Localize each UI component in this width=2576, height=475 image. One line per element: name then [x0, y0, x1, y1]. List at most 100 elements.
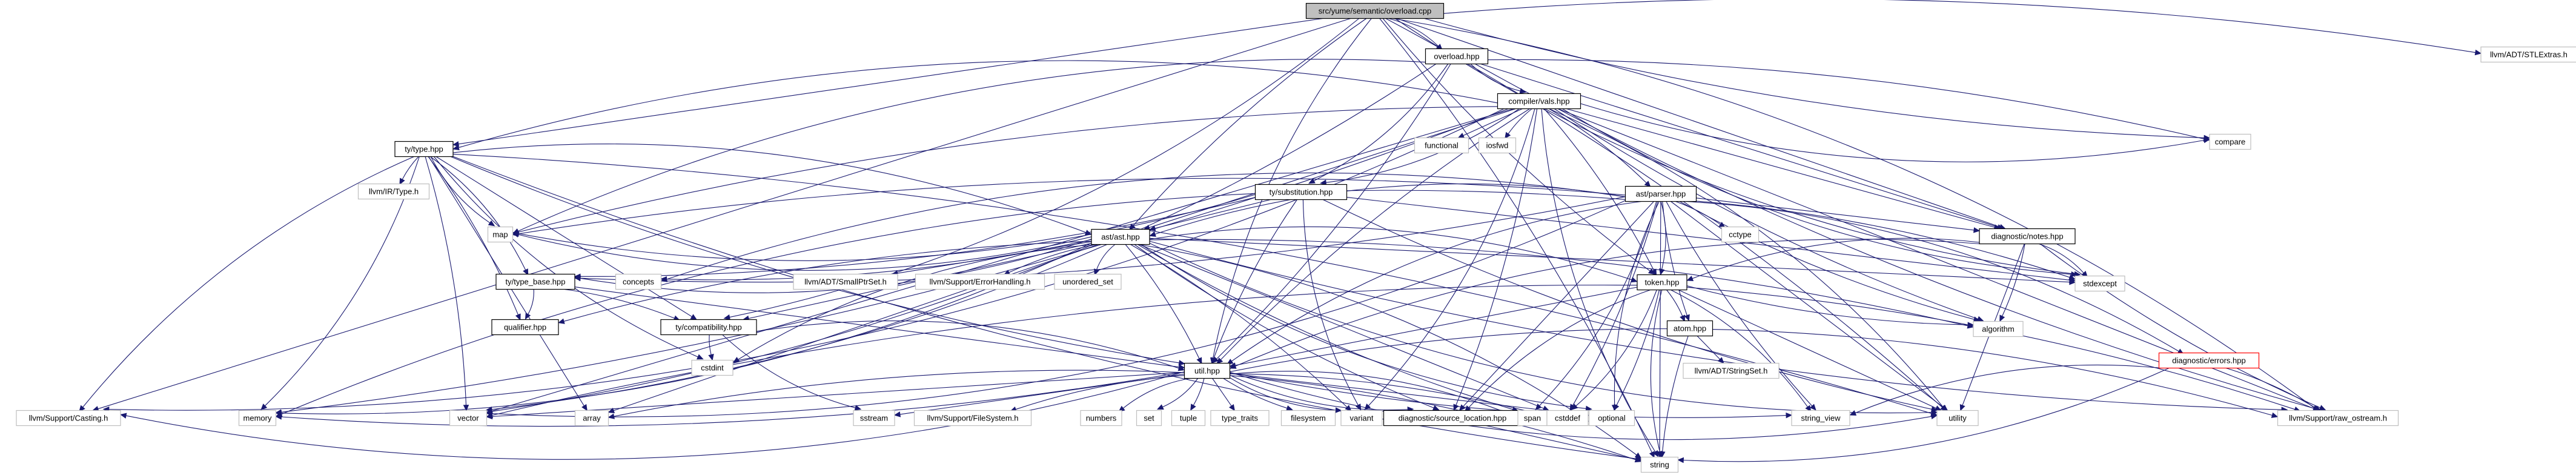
arrowhead-icon — [1585, 405, 1592, 412]
node-qualifier[interactable]: qualifier.hpp — [491, 319, 559, 336]
node-box — [1666, 320, 1713, 337]
node-overload[interactable]: overload.hpp — [1425, 48, 1489, 65]
arrowhead-icon — [2271, 412, 2279, 418]
node-vals[interactable]: compiler/vals.hpp — [1497, 93, 1581, 110]
arrowhead-icon — [1149, 231, 1156, 237]
node-stdexcept: stdexcept — [2074, 275, 2125, 292]
edge-util-to-filesystem — [1223, 378, 1288, 409]
node-label: variant — [1349, 414, 1373, 423]
edge-vals-to-string — [1541, 108, 1656, 453]
edge-typebase-to-util — [574, 287, 1179, 368]
nodes-layer: src/yume/semantic/overload.cpp overload.h… — [16, 2, 2576, 473]
edge-token-to-util — [1235, 287, 1638, 366]
arrowhead-icon — [1457, 133, 1465, 139]
arrowhead-icon — [854, 405, 862, 411]
node-label: sstream — [860, 414, 888, 423]
arrowhead-icon — [574, 275, 581, 282]
node-root[interactable]: src/yume/semantic/overload.cpp — [1305, 2, 1445, 19]
arrowhead-icon — [1930, 413, 1938, 420]
arrowhead-icon — [512, 231, 520, 238]
node-stlextras: llvm/ADT/STLExtras.h — [2480, 46, 2576, 63]
arrowhead-icon — [452, 144, 460, 151]
edge-atom-to-stringset — [1697, 336, 1720, 360]
edge-util-to-type_traits — [1212, 378, 1232, 407]
edge-vals-to-subst — [1326, 108, 1520, 183]
edge-notes-to-algorithm — [2002, 244, 2025, 317]
edge-astast-to-cstddef — [1139, 244, 1545, 409]
edge-notes-to-raw_ostream — [2040, 244, 2321, 408]
node-label: compiler/vals.hpp — [1508, 97, 1569, 106]
arrowhead-icon — [2068, 274, 2076, 281]
node-astast[interactable]: ast/ast.hpp — [1091, 228, 1150, 245]
node-label: span — [1524, 414, 1541, 423]
arrowhead-icon — [1286, 405, 1293, 411]
node-label: cctype — [1729, 230, 1752, 239]
node-compat[interactable]: ty/compatibility.hpp — [660, 319, 757, 336]
arrowhead-icon — [1319, 179, 1327, 186]
edge-parser-to-stdexcept — [1696, 201, 2070, 278]
edge-overload-to-vals — [1470, 64, 1521, 91]
arrowhead-icon — [1228, 404, 1235, 411]
edge-root-to-string — [1379, 18, 1652, 453]
edge-token-to-cstddef — [1575, 290, 1657, 407]
arrowhead-icon — [2474, 49, 2482, 56]
arrowhead-icon — [2203, 137, 2211, 144]
edge-errors-to-string — [1683, 367, 2170, 462]
node-set: set — [1136, 410, 1162, 427]
node-box — [2209, 133, 2251, 150]
arrowhead-icon — [1364, 404, 1371, 411]
node-tuple: tuple — [1171, 410, 1206, 427]
edge-astast-to-token — [1149, 226, 1632, 281]
arrowhead-icon — [523, 268, 529, 276]
node-notes[interactable]: diagnostic/notes.hpp — [1979, 228, 2076, 245]
edge-astast-to-smallptrset — [897, 241, 1092, 274]
node-subst[interactable]: ty/substitution.hpp — [1254, 184, 1348, 201]
edge-util-to-srcloc — [1230, 374, 1408, 411]
node-box — [449, 410, 488, 427]
node-label: ast/parser.hpp — [1636, 190, 1686, 199]
edge-parser-to-concepts — [666, 172, 1626, 280]
node-box — [1497, 93, 1581, 110]
node-unordered_set: unordered_set — [1054, 273, 1122, 290]
arrowhead-icon — [1308, 178, 1316, 184]
edges-layer — [79, 0, 2482, 463]
node-box — [574, 410, 609, 427]
node-errors[interactable]: diagnostic/errors.hpp — [2158, 352, 2260, 369]
edge-token-to-srcloc — [1468, 289, 1651, 408]
edge-token-to-optional — [1616, 290, 1660, 406]
node-span: span — [1517, 410, 1548, 427]
edge-atom-to-string — [1662, 336, 1689, 452]
edge-tytype-to-astast — [452, 144, 1087, 233]
edge-root-to-compare — [1424, 18, 2205, 138]
arrowhead-icon — [697, 354, 704, 360]
node-atom[interactable]: atom.hpp — [1666, 320, 1713, 337]
node-utility: utility — [1936, 410, 1979, 427]
node-token[interactable]: token.hpp — [1637, 274, 1687, 291]
node-box — [2480, 46, 2576, 63]
arrowhead-icon — [1786, 412, 1793, 419]
arrowhead-icon — [732, 356, 740, 363]
edge-parser-to-string_view — [1666, 201, 1813, 407]
node-tytype[interactable]: ty/type.hpp — [394, 141, 454, 158]
edge-root-to-utility — [1385, 18, 1943, 408]
edge-parser-to-atom — [1662, 201, 1687, 316]
edge-astast-to-cstdint — [738, 244, 1098, 360]
node-util[interactable]: util.hpp — [1184, 362, 1231, 379]
arrowhead-icon — [1211, 357, 1217, 365]
edge-notes-to-util — [1235, 239, 1981, 367]
edge-astast-to-srcloc — [1134, 244, 1434, 408]
node-srcloc[interactable]: diagnostic/source_location.hpp — [1383, 410, 1522, 427]
node-box — [915, 273, 1045, 290]
edge-astast-to-unordered_set — [1096, 244, 1116, 270]
edge-overload-to-vector — [491, 64, 1437, 410]
node-iosfwd: iosfwd — [1478, 137, 1517, 154]
arrowhead-icon — [486, 408, 493, 414]
edge-parser-to-notes — [1696, 198, 1975, 231]
node-label: optional — [1598, 414, 1626, 423]
node-box — [1305, 2, 1445, 19]
node-label: ast/ast.hpp — [1101, 233, 1140, 242]
node-box — [495, 273, 575, 290]
node-label: llvm/Support/ErrorHandling.h — [930, 277, 1031, 287]
node-typebase[interactable]: ty/type_base.hpp — [495, 273, 575, 290]
node-parser[interactable]: ast/parser.hpp — [1624, 185, 1697, 202]
